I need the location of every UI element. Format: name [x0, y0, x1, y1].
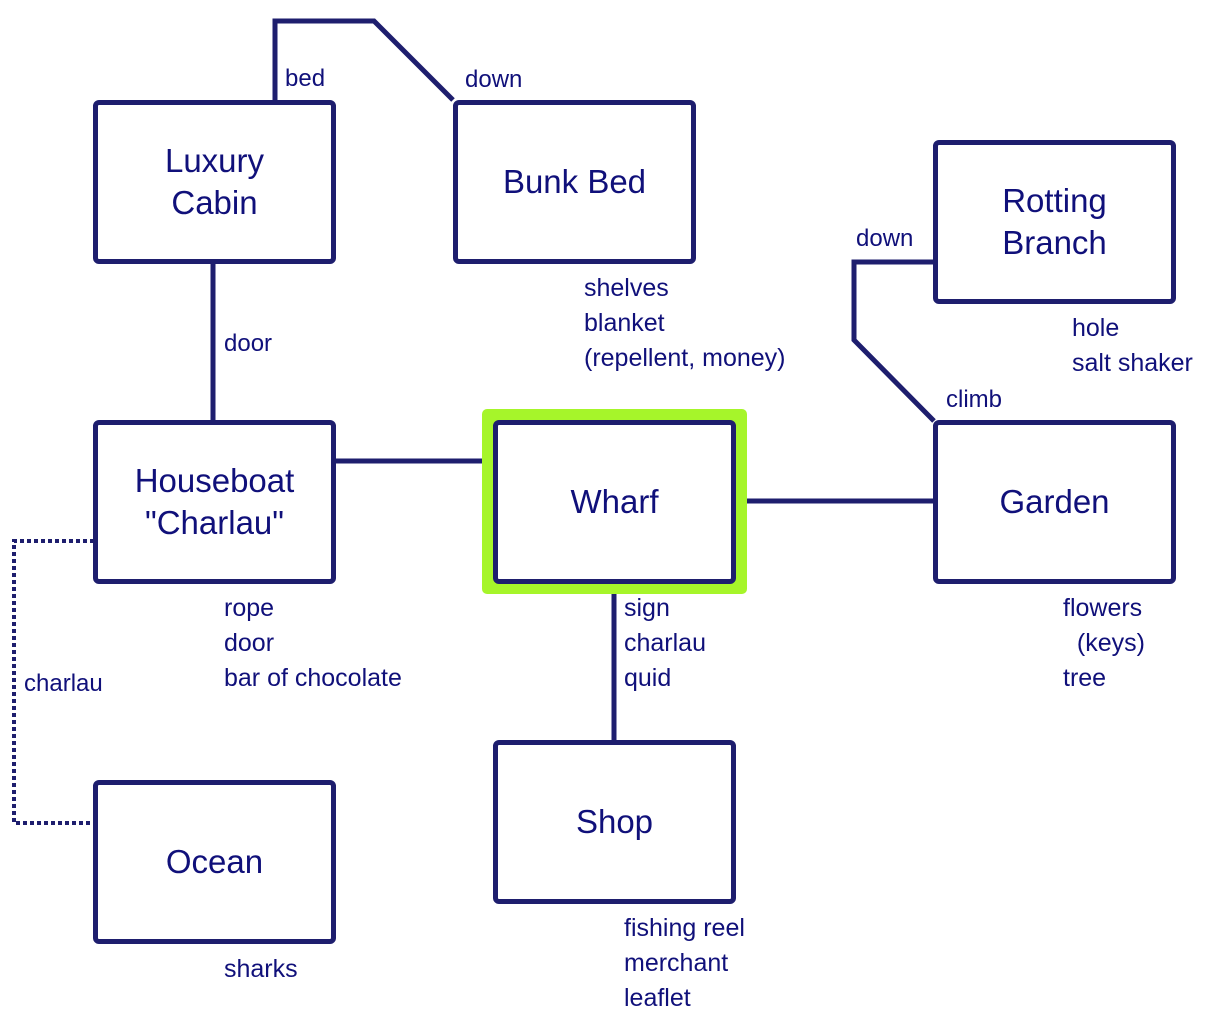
- wire-cabin-bunkbed: [272, 18, 455, 102]
- exit-label-bed: bed: [285, 65, 326, 92]
- item: hole: [1072, 314, 1120, 342]
- item-list-garden: flowers (keys) tree: [1063, 591, 1145, 696]
- item: fishing reel: [624, 914, 745, 942]
- item-list-bunk-bed: shelves blanket (repellent, money): [584, 271, 785, 376]
- room-bunk-bed[interactable]: Bunk Bed: [453, 100, 696, 264]
- exit-label-climb: climb: [946, 386, 1003, 413]
- room-name: Shop: [575, 803, 654, 840]
- room-name: Luxury Cabin: [164, 142, 265, 221]
- item: (keys): [1063, 629, 1145, 657]
- item: rope: [224, 594, 275, 622]
- wire-houseboat-ocean: [12, 539, 94, 825]
- exit-label-charlau: charlau: [24, 670, 103, 697]
- item: quid: [624, 664, 672, 692]
- item-list-rotting-branch: hole salt shaker: [1072, 311, 1193, 381]
- item: sign: [624, 594, 670, 622]
- room-rotting-branch[interactable]: Rotting Branch: [933, 140, 1176, 304]
- room-name: Garden: [999, 483, 1110, 520]
- item: tree: [1063, 664, 1107, 692]
- room-garden[interactable]: Garden: [933, 420, 1176, 584]
- room-houseboat[interactable]: Houseboat "Charlau": [93, 420, 336, 584]
- item-list-ocean: sharks: [224, 952, 298, 987]
- item-list-shop: fishing reel merchant leaflet: [624, 911, 745, 1016]
- item: flowers: [1063, 594, 1143, 622]
- room-name: Wharf: [570, 483, 659, 520]
- room-wharf[interactable]: Wharf: [493, 420, 736, 584]
- room-name: Ocean: [165, 843, 264, 880]
- room-ocean[interactable]: Ocean: [93, 780, 336, 944]
- room-luxury-cabin[interactable]: Luxury Cabin: [93, 100, 336, 264]
- exit-label-door: door: [224, 330, 273, 357]
- item: sharks: [224, 955, 298, 983]
- item: charlau: [624, 629, 706, 657]
- item: (repellent, money): [584, 344, 786, 372]
- room-name: Rotting Branch: [1002, 182, 1107, 261]
- item: shelves: [584, 274, 669, 302]
- room-name: Bunk Bed: [502, 163, 647, 200]
- item: blanket: [584, 309, 665, 337]
- item: door: [224, 629, 275, 657]
- exit-label-down-branch: down: [856, 225, 914, 252]
- item-list-wharf: sign charlau quid: [624, 591, 706, 696]
- item: bar of chocolate: [224, 664, 402, 692]
- wire-garden-branch: [851, 259, 936, 423]
- item: leaflet: [624, 984, 691, 1012]
- item: merchant: [624, 949, 729, 977]
- room-shop[interactable]: Shop: [493, 740, 736, 904]
- item: salt shaker: [1072, 349, 1193, 377]
- exit-label-down: down: [465, 66, 523, 93]
- room-name: Houseboat "Charlau": [134, 462, 295, 541]
- item-list-houseboat: rope door bar of chocolate: [224, 591, 402, 696]
